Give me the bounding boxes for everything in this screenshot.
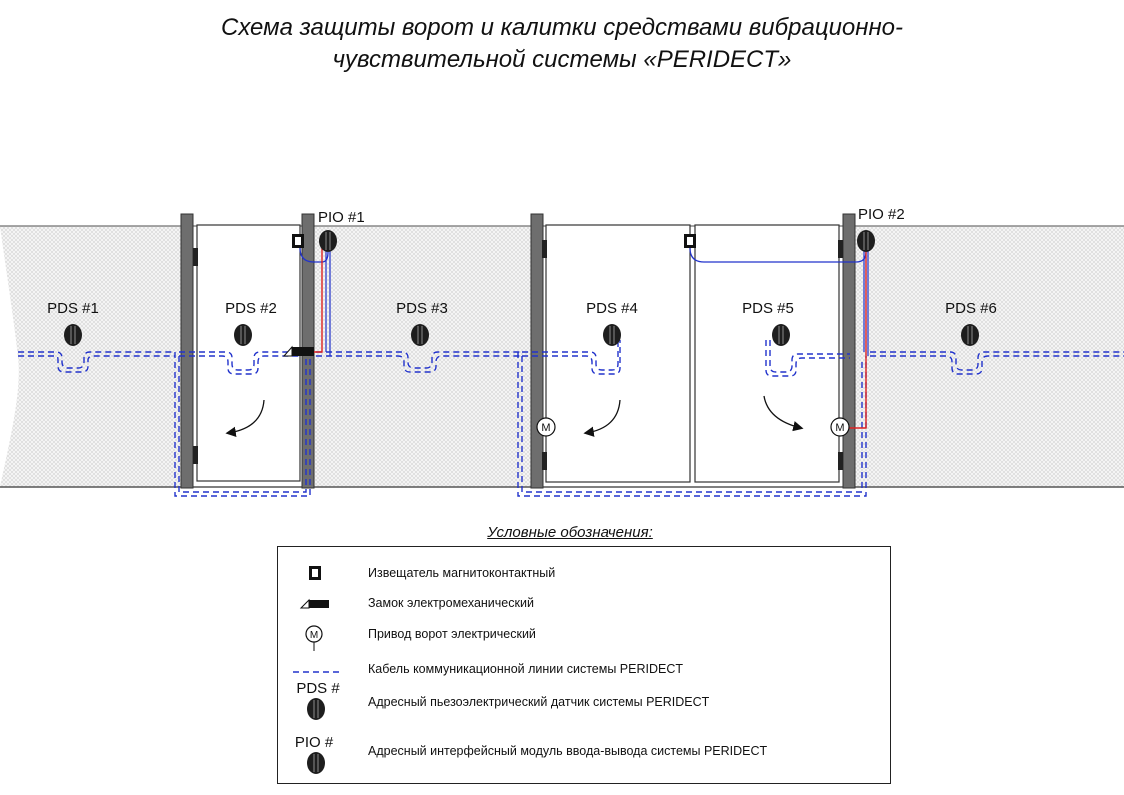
pds-label-2: PDS #2 [225,300,277,317]
title-line-1: Схема защиты ворот и калитки средствами … [220,14,904,41]
legend: M PDS # PIO # Извещатель магнитоконтактн… [277,546,891,784]
legend-text-lock: Замок электромеханический [368,596,534,610]
title-line-2: чувствительной системы «PERIDECT» [332,46,792,73]
legend-text-motor: Привод ворот электрический [368,627,536,641]
svg-text:M: M [541,422,550,434]
pds-label-4: PDS #4 [586,300,638,317]
legend-pio-icon [307,752,325,774]
pio-label-1: PIO #1 [318,209,365,226]
post-4 [842,213,856,489]
legend-magnetic-contact-icon [309,566,321,580]
open-arrow-wicket [225,399,265,438]
gate-motor-1: M [536,417,556,437]
pds-label-5: PDS #5 [742,300,794,317]
legend-motor-icon: M [305,625,323,651]
power-wire [314,248,867,429]
gate-motor-2: M [830,417,850,437]
svg-text:M: M [310,630,318,641]
pio-label-2: PIO #2 [858,206,905,223]
legend-symbols: M PDS # PIO # [293,566,342,774]
pio-module-2 [857,230,875,252]
legend-text-magnetic-contact: Извещатель магнитоконтактный [368,566,556,580]
fence-diagram: M M PIO #1 PIO #2 PDS #1 PDS #2 PDS #3 P… [0,206,1124,497]
pds-sensor-4 [603,324,621,346]
svg-text:M: M [835,422,844,434]
legend-text-pio: Адресный интерфейсный модуль ввода-вывод… [368,744,768,758]
post-3 [530,213,544,489]
legend-title: Условные обозначения: [487,524,653,541]
pds-sensor-2 [234,324,252,346]
legend-pds-icon [307,698,325,720]
legend-pds-label: PDS # [296,680,340,697]
open-arrow-gate-left [583,399,621,437]
pds-sensor-3 [411,324,429,346]
pds-label-1: PDS #1 [47,300,99,317]
legend-lock-icon [299,598,329,609]
electromechanical-lock [282,345,314,357]
wicket-leaf [196,224,301,482]
pds-label-3: PDS #3 [396,300,448,317]
pds-sensor-5 [772,324,790,346]
open-arrow-gate-right [763,395,804,432]
pds-sensor-6 [961,324,979,346]
post-1 [180,213,194,489]
pds-label-6: PDS #6 [945,300,997,317]
magnetic-contact-wicket [292,234,304,248]
legend-text-pds: Адресный пьезоэлектрический датчик систе… [368,695,710,709]
fence-section-middle [312,226,537,487]
diagram-title: Схема защиты ворот и калитки средствами … [0,12,1124,76]
pds-sensor-1 [64,324,82,346]
pio-module-1 [319,230,337,252]
magnetic-contact-gate [684,234,696,248]
gate-leaf-right [694,224,840,483]
legend-text-cable: Кабель коммуникационной линии системы PE… [368,662,683,676]
legend-pio-label: PIO # [295,734,334,751]
fence-section-left [0,226,185,487]
